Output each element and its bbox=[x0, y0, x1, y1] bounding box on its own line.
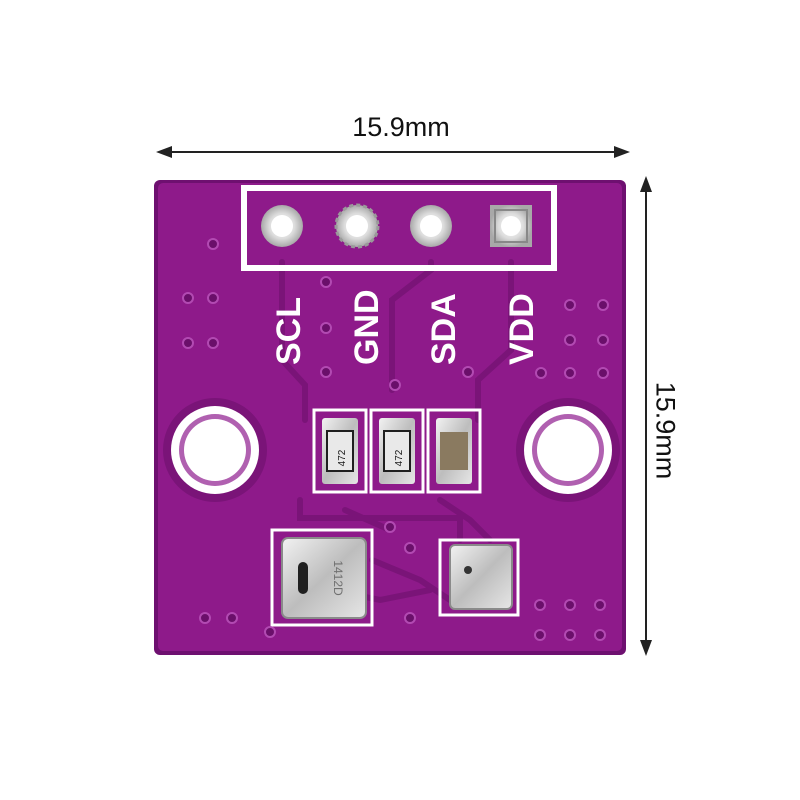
width-dimension-label: 15.9mm bbox=[352, 112, 450, 142]
resistor-r1-label: 472 bbox=[337, 449, 348, 466]
height-dimension-label: 15.9mm bbox=[650, 381, 681, 480]
pin-label-vdd: VDD bbox=[503, 293, 541, 365]
pcb-board: SCL GND SDA VDD 472 bbox=[154, 180, 626, 655]
pin-pad-gnd bbox=[334, 203, 380, 249]
mounting-hole-left bbox=[163, 398, 267, 502]
pin-label-gnd: GND bbox=[348, 289, 386, 365]
sensor-marking: 1412D bbox=[331, 560, 345, 596]
mounting-hole-right bbox=[516, 398, 620, 502]
dimension-arrow-horizontal bbox=[156, 146, 630, 158]
capacitor-c1 bbox=[436, 418, 472, 484]
sensor-module-large: 1412D bbox=[270, 528, 374, 627]
pin-label-sda: SDA bbox=[425, 293, 463, 365]
dimension-arrow-vertical bbox=[640, 176, 652, 656]
resistor-r2-label: 472 bbox=[394, 449, 405, 466]
copper-traces bbox=[279, 259, 514, 604]
vias bbox=[182, 238, 609, 641]
resistor-r1: 472 bbox=[322, 418, 358, 484]
pin-header-outline bbox=[241, 185, 557, 271]
pin-pad-vdd bbox=[490, 205, 532, 247]
resistor-r2: 472 bbox=[379, 418, 415, 484]
pin-label-scl: SCL bbox=[270, 297, 308, 365]
sensor-module-small bbox=[438, 538, 520, 617]
pin-pad-sda bbox=[410, 205, 452, 247]
pin-pad-scl bbox=[261, 205, 303, 247]
